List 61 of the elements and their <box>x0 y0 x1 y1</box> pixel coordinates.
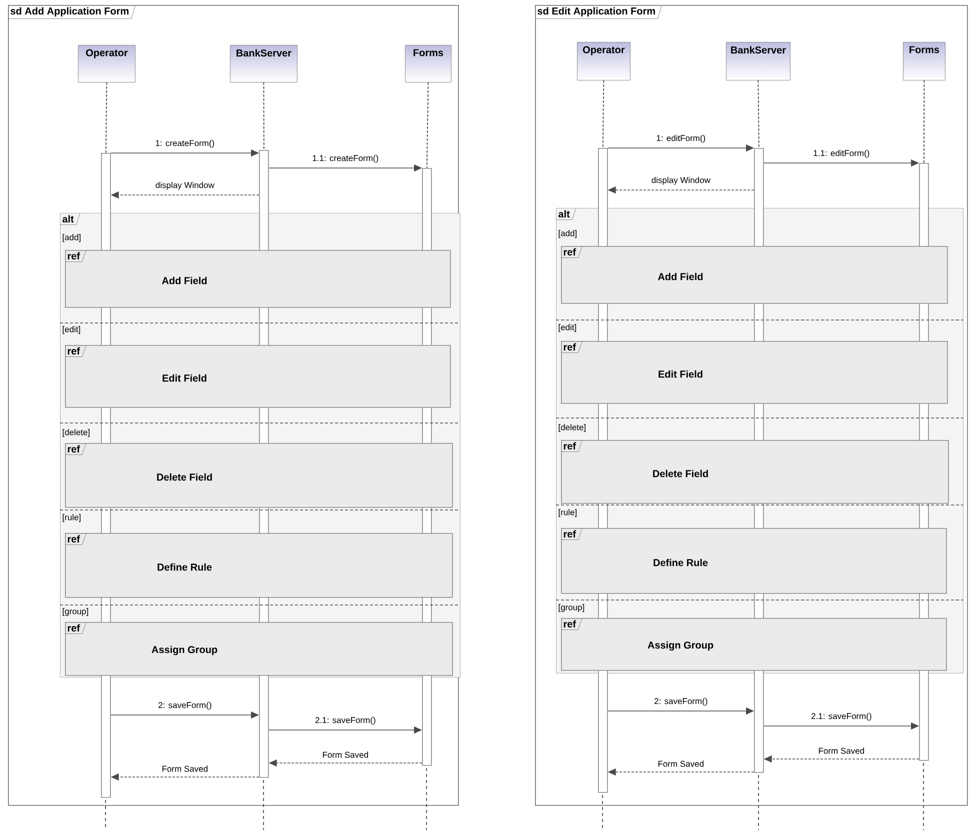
guard-label: [delete] <box>558 424 586 432</box>
lifeline-head: Forms <box>405 45 452 82</box>
lifeline-head: BankServer <box>230 45 298 82</box>
edge-label: Form Saved <box>656 760 706 768</box>
edge-label: Form Saved <box>160 764 210 773</box>
ref-tag: ref <box>560 528 582 540</box>
edge-label: 2.1: saveForm() <box>810 712 873 722</box>
ref-tag: ref <box>560 340 582 353</box>
lifeline-head: Operator <box>577 42 630 80</box>
lifeline <box>426 82 429 168</box>
edge-label: 1: createForm() <box>154 138 216 149</box>
edge-label: Form Saved <box>321 750 370 759</box>
fragment-tag: alt <box>60 212 80 225</box>
ref-tag: ref <box>560 618 582 630</box>
edge-label: 1.1: editForm() <box>812 148 871 159</box>
interaction-ref-box: ref Add Field <box>560 246 948 304</box>
guard-label: [rule] <box>558 509 576 517</box>
ref-tag: ref <box>560 440 582 452</box>
guard-label: [delete] <box>62 429 90 437</box>
guard-label: [add] <box>62 234 80 242</box>
lifeline-head: Forms <box>903 42 946 80</box>
interaction-ref-box: ref Edit Field <box>64 344 451 408</box>
edge-label: display Window <box>650 176 712 186</box>
lifeline-head: Operator <box>78 45 136 82</box>
ref-tag: ref <box>64 622 86 634</box>
edge-label: 1.1: createForm() <box>311 154 380 164</box>
guard-label: [group] <box>62 608 88 616</box>
interaction-ref-box: ref Add Field <box>64 250 451 308</box>
sequence-frame <box>534 4 968 806</box>
ref-tag: ref <box>560 246 582 258</box>
edge-label: 2.1: saveForm() <box>314 716 377 726</box>
frame-title-tag: sd Edit Application Form <box>534 4 662 19</box>
ref-tag: ref <box>64 250 86 262</box>
lifeline <box>602 80 604 148</box>
lifeline <box>105 82 108 154</box>
lifeline <box>923 80 925 164</box>
fragment-tag: alt <box>556 208 576 220</box>
interaction-ref-box: ref Delete Field <box>560 440 949 504</box>
interaction-ref-box: ref Assign Group <box>560 618 947 671</box>
ref-tag: ref <box>64 442 86 455</box>
edge-label: 2: saveForm() <box>157 700 213 711</box>
lifeline <box>758 80 760 148</box>
edge-label: display Window <box>154 180 216 191</box>
edge-label: 2: saveForm() <box>653 696 709 707</box>
frame-title-tag: sd Add Application Form <box>8 4 136 19</box>
guard-label: [add] <box>558 230 576 238</box>
lifeline <box>263 82 264 150</box>
interaction-ref-box: ref Assign Group <box>64 622 453 676</box>
interaction-ref-box: ref Edit Field <box>560 340 948 404</box>
guard-label: [group] <box>558 604 584 612</box>
edge-label: 1: editForm() <box>655 134 707 144</box>
guard-label: [rule] <box>62 514 80 522</box>
ref-tag: ref <box>64 344 86 357</box>
edge-label: Form Saved <box>817 746 866 755</box>
lifeline-head: BankServer <box>726 42 790 80</box>
interaction-ref-box: ref Define Rule <box>64 532 453 598</box>
interaction-ref-box: ref Define Rule <box>560 528 947 594</box>
interaction-ref-box: ref Delete Field <box>64 442 453 508</box>
guard-label: [edit] <box>558 324 576 332</box>
guard-label: [edit] <box>62 326 80 334</box>
ref-tag: ref <box>64 532 86 545</box>
